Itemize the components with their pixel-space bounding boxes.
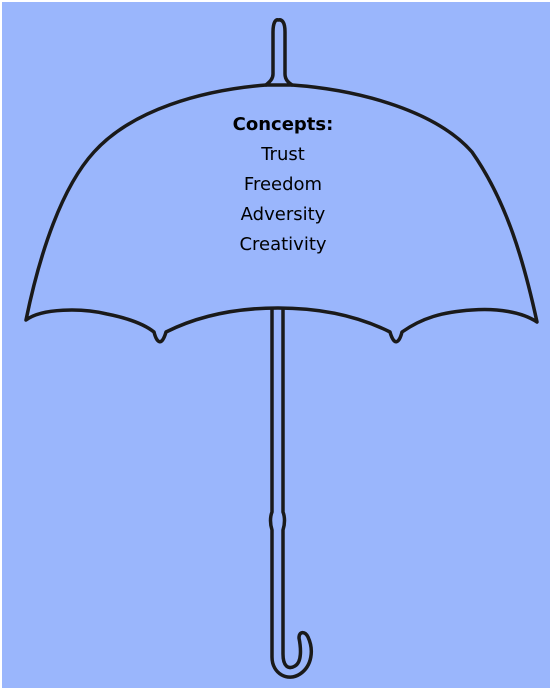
background-fill	[2, 2, 550, 688]
concepts-heading: Concepts:	[232, 114, 334, 135]
concept-item-freedom: Freedom	[243, 174, 323, 195]
concept-list: Concepts: Trust Freedom Adversity Creati…	[162, 110, 404, 260]
background-panel: Concepts: Trust Freedom Adversity Creati…	[2, 2, 550, 688]
umbrella-handle	[268, 307, 314, 679]
concept-item-creativity: Creativity	[239, 234, 327, 255]
umbrella-tip	[264, 18, 294, 87]
concept-item-trust: Trust	[261, 144, 305, 165]
concept-item-adversity: Adversity	[240, 204, 326, 225]
umbrella-canopy	[24, 83, 539, 344]
umbrella-icon	[2, 2, 550, 688]
